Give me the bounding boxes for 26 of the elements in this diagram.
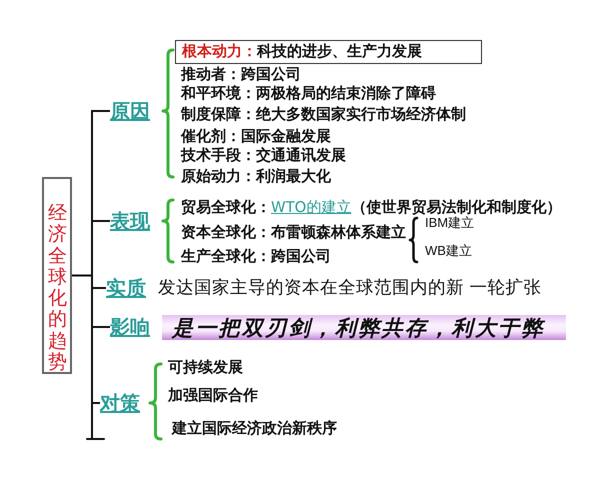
branch-label: 影响: [110, 315, 150, 339]
item-text: 和平环境：两极格局的结束消除了障碍: [181, 85, 436, 103]
title-box: 经济全球化的趋势: [42, 177, 72, 374]
item-text: 建立国际经济政治新秩序: [172, 420, 337, 438]
item-text: 贸易全球化：: [181, 199, 271, 216]
sub-item-text: IBM建立: [425, 215, 474, 231]
item-text: 加强国际合作: [168, 387, 258, 405]
item-text: 原始动力：利润最大化: [181, 168, 331, 186]
connector-line: [72, 274, 100, 404]
sub-item-text: WB建立: [425, 243, 472, 259]
branch-label: 原因: [110, 99, 150, 123]
link-text: WTO的建立: [271, 199, 352, 216]
summary-text: 发达国家主导的资本在全球范围内的新 一轮扩张: [158, 278, 542, 298]
text-box: 根本动力：科技的进步、生产力发展: [175, 40, 482, 64]
highlight-band: 是一把双刃剑，利弊共存，利大于弊: [162, 315, 566, 340]
item-text: 催化剂：国际金融发展: [181, 128, 331, 146]
item-text: 推动者：跨国公司: [181, 66, 301, 84]
note-text: （使世界贸易法制化和制度化）: [351, 199, 562, 216]
item-text: 技术手段：交通通讯发展: [181, 147, 346, 165]
branch-label: 对策: [100, 391, 140, 415]
item-text: 资本全球化：布雷顿森林体系建立: [181, 224, 406, 242]
item-text: 可持续发展: [168, 359, 243, 377]
item-text: 生产全球化：跨国公司: [181, 248, 331, 266]
item-text: 制度保障：绝大多数国家实行市场经济体制: [181, 106, 466, 124]
branch-label: 表现: [110, 209, 150, 233]
branch-label: 实质: [106, 276, 146, 300]
